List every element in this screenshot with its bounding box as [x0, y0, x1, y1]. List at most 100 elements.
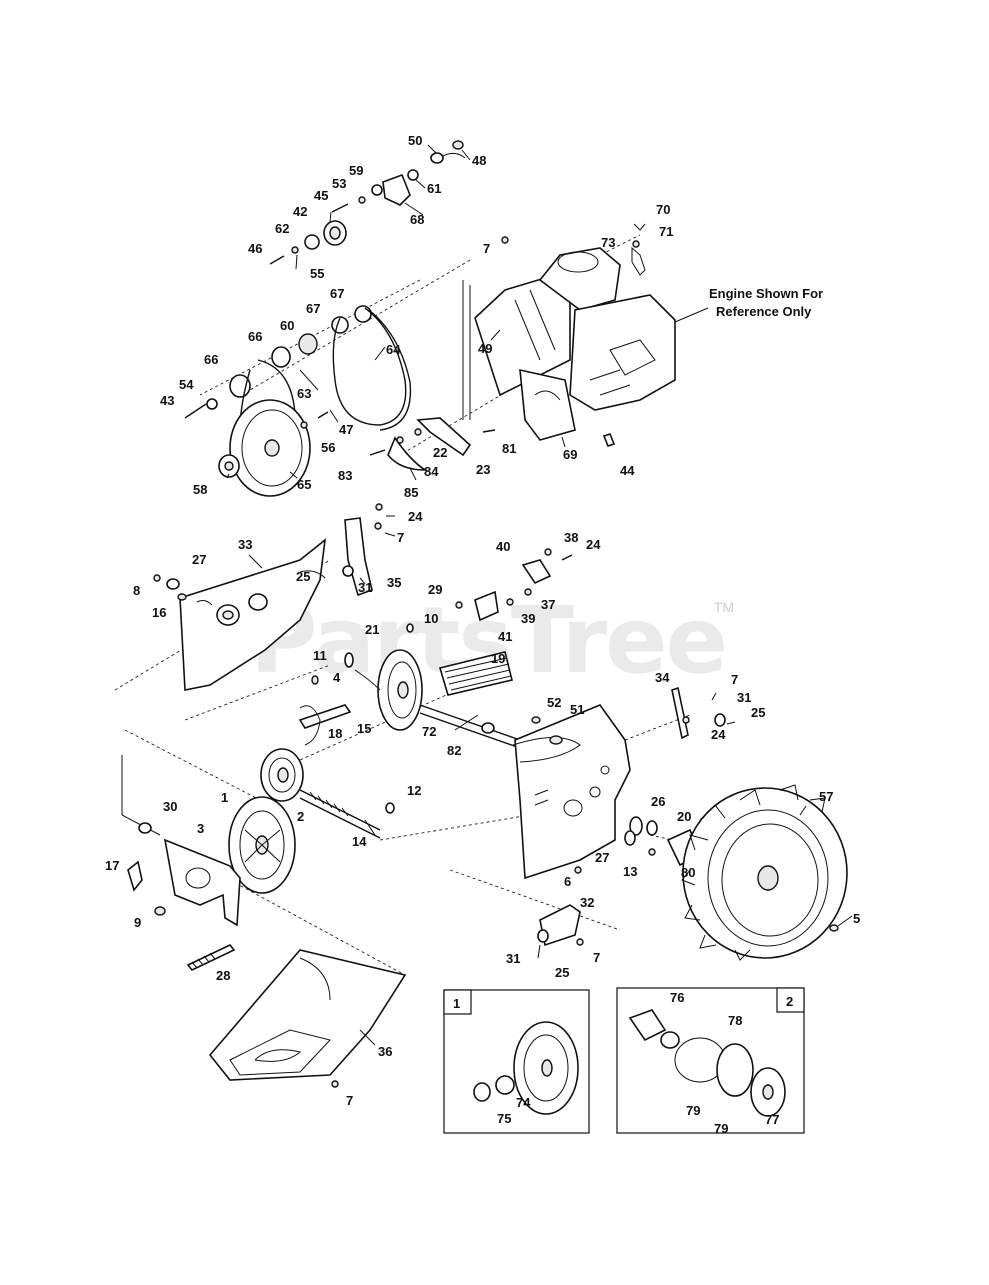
callout-label: 7	[593, 950, 600, 965]
callout-label: 61	[427, 181, 441, 196]
callout-label: 2	[297, 809, 304, 824]
left-bearing-bracket	[127, 822, 241, 971]
callout-label: 27	[192, 552, 206, 567]
callout-label: 74	[516, 1095, 531, 1110]
callout-label: 16	[152, 605, 166, 620]
callout-label: 40	[496, 539, 510, 554]
callout-label: 41	[498, 629, 512, 644]
callout-label: 78	[728, 1013, 742, 1028]
callout-label: 64	[386, 342, 401, 357]
callout-label: 18	[328, 726, 342, 741]
callout-label: 66	[204, 352, 218, 367]
callout-label: 28	[216, 968, 230, 983]
callout-label: 72	[422, 724, 436, 739]
callout-label: 85	[404, 485, 418, 500]
engine-note-line2: Reference Only	[716, 304, 812, 319]
callout-label: 48	[472, 153, 486, 168]
callout-label: 60	[280, 318, 294, 333]
inset-2-label: 2	[786, 994, 793, 1009]
callout-label: 24	[711, 727, 726, 742]
part-callouts: 50 48 59 53 61 45 68 42 70 62 73 71 46 5…	[105, 133, 860, 1108]
callout-label: 3	[197, 821, 204, 836]
callout-label: 81	[502, 441, 516, 456]
callout-label: 29	[428, 582, 442, 597]
callout-label: 1	[221, 790, 228, 805]
callout-label: 33	[238, 537, 252, 552]
callout-label: 51	[570, 702, 584, 717]
callout-label: 75	[497, 1111, 511, 1126]
idler-pulley-assembly	[269, 140, 466, 265]
callout-label: 67	[306, 301, 320, 316]
callout-label: 70	[656, 202, 670, 217]
callout-label: 5	[853, 911, 860, 926]
callout-label: 36	[378, 1044, 392, 1059]
callout-label: 59	[349, 163, 363, 178]
callout-label: 11	[313, 648, 327, 663]
callout-label: 69	[563, 447, 577, 462]
bottom-bracket	[537, 904, 584, 959]
callout-label: 8	[133, 583, 140, 598]
callout-label: 46	[248, 241, 262, 256]
callout-label: 17	[105, 858, 119, 873]
callout-label: 31	[506, 951, 520, 966]
callout-label: 14	[352, 834, 367, 849]
callout-label: 54	[179, 377, 194, 392]
left-side-plate	[153, 503, 383, 691]
callout-label: 26	[651, 794, 665, 809]
callout-label: 25	[751, 705, 765, 720]
callout-label: 27	[595, 850, 609, 865]
callout-label: 83	[338, 468, 352, 483]
bottom-cover-plate	[208, 949, 407, 1088]
watermark-trademark: TM	[714, 599, 734, 615]
callout-label: 82	[447, 743, 461, 758]
drive-wheel	[681, 784, 848, 961]
callout-label: 19	[491, 651, 505, 666]
callout-label: 58	[193, 482, 207, 497]
callout-label: 7	[397, 530, 404, 545]
callout-label: 71	[659, 224, 673, 239]
callout-label: 20	[677, 809, 691, 824]
callout-label: 42	[293, 204, 307, 219]
callout-label: 32	[580, 895, 594, 910]
inset-1: 1	[443, 989, 590, 1134]
callout-label: 47	[339, 422, 353, 437]
callout-label: 50	[408, 133, 422, 148]
leader-lines	[226, 144, 853, 1046]
callout-label: 57	[819, 789, 833, 804]
callout-label: 7	[483, 241, 490, 256]
right-chassis-plate	[512, 686, 736, 880]
inset-callouts: 74 75 76 77 78 79 79	[497, 990, 779, 1136]
callout-label: 84	[424, 464, 439, 479]
callout-label: 25	[555, 965, 569, 980]
inset-1-label: 1	[453, 996, 460, 1011]
callout-label: 49	[478, 341, 492, 356]
callout-label: 31	[358, 580, 372, 595]
callout-label: 43	[160, 393, 174, 408]
callout-label: 31	[737, 690, 751, 705]
callout-label: 66	[248, 329, 262, 344]
center-brackets	[455, 548, 573, 622]
callout-label: 80	[681, 865, 695, 880]
callout-label: 25	[296, 569, 310, 584]
callout-label: 30	[163, 799, 177, 814]
callout-label: 62	[275, 221, 289, 236]
callout-label: 13	[623, 864, 637, 879]
callout-label: 65	[297, 477, 311, 492]
callout-label: 38	[564, 530, 578, 545]
callout-label: 39	[521, 611, 535, 626]
callout-label: 34	[655, 670, 670, 685]
callout-label: 7	[346, 1093, 353, 1108]
callout-label: 45	[314, 188, 328, 203]
callout-label: 22	[433, 445, 447, 460]
callout-label: 73	[601, 235, 615, 250]
callout-label: 53	[332, 176, 346, 191]
callout-label: 9	[134, 915, 141, 930]
drive-gears-and-shafts	[228, 623, 521, 894]
callout-label: 44	[620, 463, 635, 478]
callout-label: 37	[541, 597, 555, 612]
callout-label: 68	[410, 212, 424, 227]
callout-label: 10	[424, 611, 438, 626]
engine-reference	[462, 223, 676, 447]
